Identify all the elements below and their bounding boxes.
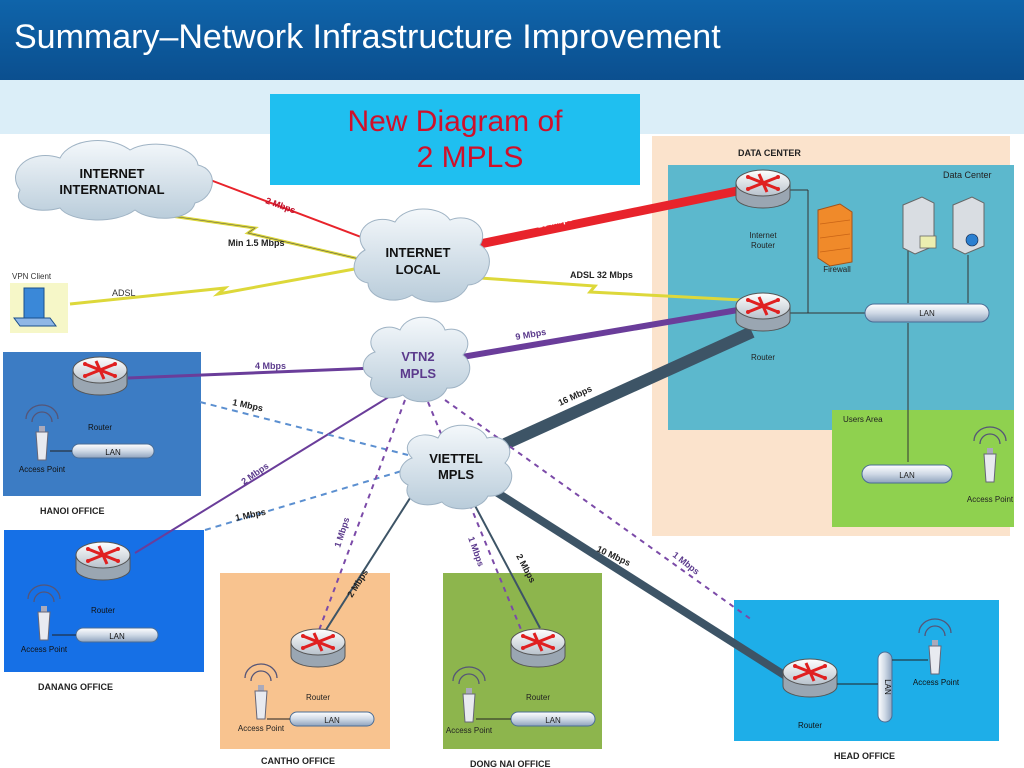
cloud-viettel: VIETTEL MPLS (399, 424, 513, 510)
link-slate-head (490, 486, 795, 684)
label-min15: Min 1.5 Mbps (228, 238, 285, 248)
dongnai-lan-label: LAN (545, 716, 561, 725)
link-adsl (69, 266, 361, 306)
router-icon (734, 168, 792, 210)
label-4mbps: 4 Mbps (255, 361, 286, 371)
callout-line2: 2 MPLS (416, 141, 524, 174)
router-icon (509, 627, 567, 669)
cloud-vtn2: VTN2 MPLS (362, 316, 471, 403)
link-red-thin (204, 177, 391, 249)
router-icon (74, 540, 132, 582)
firewall-icon (817, 203, 853, 267)
cloud-internet-local: INTERNET LOCAL (353, 208, 490, 303)
link-min15-outline (149, 212, 373, 263)
hanoi-router-label: Router (88, 423, 112, 432)
danang-lan-label: LAN (109, 632, 125, 641)
link-dash-danang (204, 469, 406, 531)
link-red-thick (474, 185, 743, 250)
hanoi-office-name: HANOI OFFICE (40, 506, 105, 516)
cantho-office: Router LAN Access Point (238, 627, 375, 733)
link-slate-16 (502, 326, 755, 450)
cloud-viettel-line1: VIETTEL (429, 451, 483, 466)
link-dash-hanoi (199, 401, 409, 456)
cloud-internet-international: INTERNET INTERNATIONAL (15, 140, 213, 221)
users-area-label: Users Area (843, 415, 883, 424)
router-icon (781, 657, 839, 699)
link-purple-danang (134, 394, 393, 554)
danang-office: Router LAN Access Point (21, 540, 159, 654)
link-purple-4 (127, 366, 376, 380)
head-lan-label: LAN (883, 679, 892, 695)
router-icon (71, 355, 129, 397)
users-lan-label: LAN (899, 471, 915, 480)
cloud-local-line1: INTERNET (386, 245, 451, 260)
danang-router-label: Router (91, 606, 115, 615)
datacenter-devices: Internet Router Firewall LAN Router User… (734, 168, 1014, 504)
head-office: Router LAN Access Point (781, 618, 960, 730)
internet-router-label-1: Internet (749, 231, 777, 240)
links (69, 177, 969, 684)
slide-title: Summary–Network Infrastructure Improveme… (14, 18, 721, 56)
hanoi-office: Router LAN Access Point (19, 355, 155, 474)
cantho-router-label: Router (306, 693, 330, 702)
link-adsl32 (479, 276, 743, 302)
server-icon (902, 196, 937, 255)
datacenter-title: DATA CENTER (738, 148, 801, 158)
router-icon (289, 627, 347, 669)
head-ap-label: Access Point (913, 678, 960, 687)
dc-router-label: Router (751, 353, 775, 362)
users-lan-bus: LAN (861, 464, 953, 484)
cloud-vtn2-line1: VTN2 (401, 349, 434, 364)
link-dash-cantho (317, 399, 406, 634)
danang-office-name: DANANG OFFICE (38, 682, 113, 692)
danang-ap-label: Access Point (21, 645, 68, 654)
cloud-intl-line2: INTERNATIONAL (59, 182, 164, 197)
firewall-label: Firewall (823, 265, 851, 274)
dc-lan-label: LAN (919, 309, 935, 318)
label-adsl32: ADSL 32 Mbps (570, 270, 633, 280)
cloud-local-line2: LOCAL (396, 262, 441, 277)
router-icon (734, 291, 792, 333)
link-slate-cantho (321, 494, 413, 637)
dongnai-office: Router LAN Access Point (446, 627, 596, 735)
vpn-laptop-icon (13, 287, 57, 327)
cantho-ap-label: Access Point (238, 724, 285, 733)
slide-header: Summary–Network Infrastructure Improveme… (0, 0, 1024, 80)
dc-lan-bus: LAN (864, 303, 990, 323)
head-office-name: HEAD OFFICE (834, 751, 895, 761)
datacenter-subtitle: Data Center (943, 170, 992, 180)
hanoi-lan-label: LAN (105, 448, 121, 457)
head-lan-bus (877, 651, 893, 723)
dongnai-router-label: Router (526, 693, 550, 702)
dongnai-ap-label: Access Point (446, 726, 493, 735)
link-purple-9 (461, 307, 739, 360)
users-ap-label: Access Point (967, 495, 1014, 504)
link-slate-dongnai (471, 499, 541, 629)
cloud-intl-line1: INTERNET (80, 166, 145, 181)
cloud-vtn2-line2: MPLS (400, 366, 436, 381)
cantho-lan-label: LAN (324, 716, 340, 725)
vpn-label: VPN Client (12, 272, 52, 281)
cloud-viettel-line2: MPLS (438, 467, 474, 482)
web-server-icon (952, 196, 985, 255)
head-router-label: Router (798, 721, 822, 730)
cantho-office-name: CANTHO OFFICE (261, 756, 335, 766)
internet-router-label-2: Router (751, 241, 775, 250)
hanoi-ap-label: Access Point (19, 465, 66, 474)
label-adsl: ADSL (112, 288, 136, 298)
diagram-callout: New Diagram of 2 MPLS (270, 94, 640, 185)
dongnai-office-name: DONG NAI OFFICE (470, 759, 551, 768)
link-dash-head (444, 399, 753, 621)
callout-line1: New Diagram of (347, 105, 563, 138)
